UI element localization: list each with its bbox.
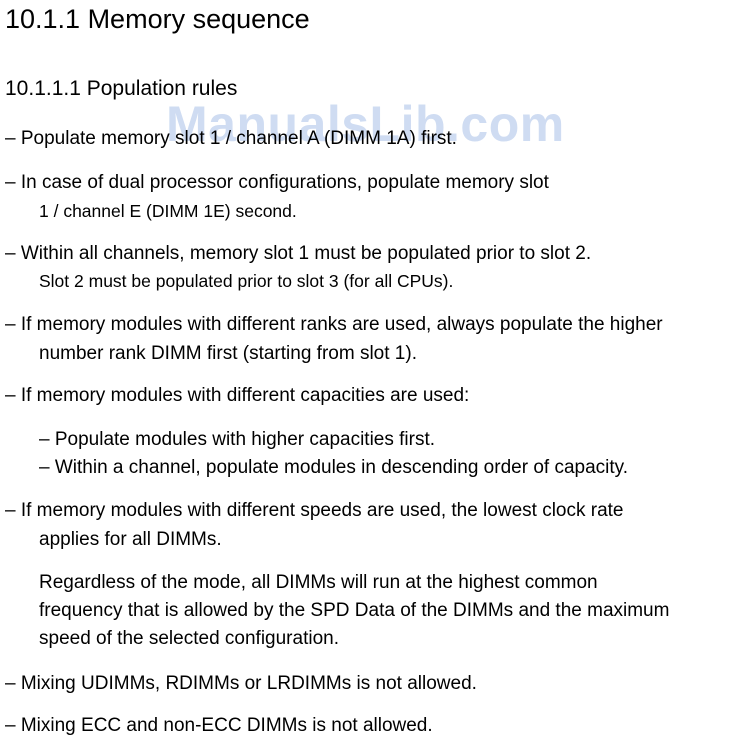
rule-dual-processor-line1: – In case of dual processor configuratio… — [5, 172, 549, 193]
speed-note-line1: Regardless of the mode, all DIMMs will r… — [39, 572, 598, 593]
rule-speeds-line2: applies for all DIMMs. — [39, 529, 222, 550]
rule-speeds-line1: – If memory modules with different speed… — [5, 500, 624, 521]
rule-dual-processor-line2: 1 / channel E (DIMM 1E) second. — [39, 201, 297, 221]
rule-capacities-sub2: – Within a channel, populate modules in … — [39, 457, 629, 478]
rule-ranks-line2: number rank DIMM first (starting from sl… — [39, 343, 417, 364]
speed-note-line3: speed of the selected configuration. — [39, 628, 339, 649]
rule-slot-1a: – Populate memory slot 1 / channel A (DI… — [5, 128, 457, 149]
speed-note-line2: frequency that is allowed by the SPD Dat… — [39, 600, 670, 621]
rule-mixing-dimm-types: – Mixing UDIMMs, RDIMMs or LRDIMMs is no… — [5, 673, 477, 694]
rule-capacities: – If memory modules with different capac… — [5, 385, 470, 406]
watermark: ManualsLib.com — [166, 96, 565, 152]
rule-ranks-line1: – If memory modules with different ranks… — [5, 314, 663, 335]
rule-channels-line1: – Within all channels, memory slot 1 mus… — [5, 243, 592, 264]
section-heading: 10.1.1 Memory sequence — [5, 4, 310, 34]
rule-capacities-sub1: – Populate modules with higher capacitie… — [39, 429, 436, 450]
subsection-heading: 10.1.1.1 Population rules — [5, 77, 238, 100]
rule-mixing-ecc: – Mixing ECC and non-ECC DIMMs is not al… — [5, 715, 433, 736]
rule-channels-line2: Slot 2 must be populated prior to slot 3… — [39, 271, 454, 291]
